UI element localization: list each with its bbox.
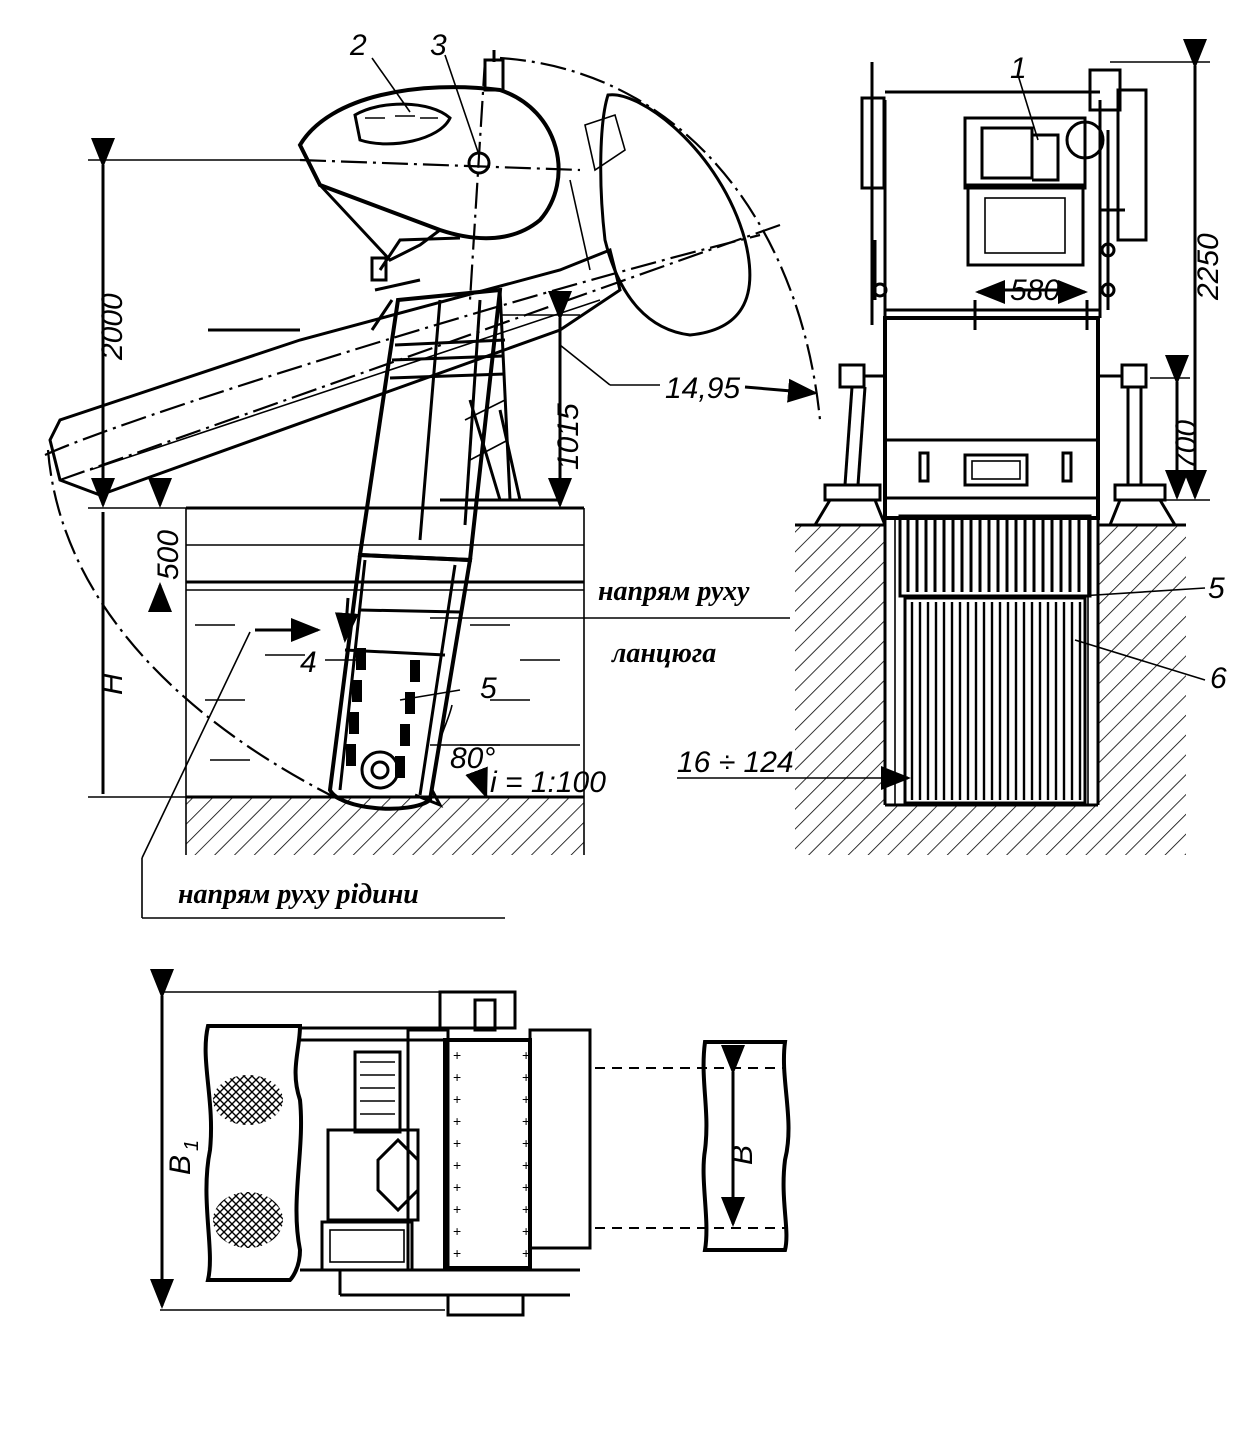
top-view: + + + + + + + + + + + + + + + + + + + + — [150, 328, 791, 1317]
bolt-mark: + — [522, 1179, 530, 1195]
dim-14-95: 14,95 — [665, 372, 740, 405]
bolt-mark: + — [522, 1047, 530, 1063]
chain-direction-line2: ланцюга — [611, 638, 716, 669]
front-view — [677, 39, 1210, 855]
bolt-mark: + — [522, 1069, 530, 1085]
liquid-direction-label: напрям руху рідини — [178, 879, 419, 910]
dim-angle: 80° — [450, 742, 495, 775]
bolt-mark: + — [522, 1113, 530, 1129]
chain-links — [346, 648, 420, 778]
dim-H: H — [96, 673, 129, 695]
dim-500: 500 — [152, 530, 185, 580]
bolt-mark: + — [522, 1245, 530, 1261]
left-pedestal — [813, 363, 887, 526]
bolt-mark: + — [453, 1157, 461, 1173]
dim-slope: i = 1:100 — [490, 766, 606, 799]
part-6-label: 6 — [1210, 662, 1227, 695]
bolt-mark: + — [522, 1201, 530, 1217]
bolt-mark: + — [453, 1223, 461, 1239]
part-4-label: 4 — [300, 646, 317, 679]
dim-B: B — [726, 1145, 759, 1165]
grate-bars-top — [906, 520, 1081, 592]
dim-1015: 1015 — [552, 403, 585, 470]
dim-gap: 16 ÷ 124 — [677, 746, 794, 779]
dim-700: 700 — [1170, 420, 1203, 470]
bolt-mark: + — [453, 1091, 461, 1107]
dim-580: 580 — [1010, 274, 1060, 307]
part-5-front-label: 5 — [1208, 572, 1225, 605]
bolt-mark: + — [453, 1113, 461, 1129]
svg-text:1: 1 — [181, 1140, 203, 1151]
dim-B1: B 1 — [164, 1140, 203, 1175]
part-5-side-label: 5 — [480, 672, 497, 705]
bolt-mark: + — [453, 1245, 461, 1261]
side-view — [44, 50, 822, 919]
dim-2000: 2000 — [96, 293, 129, 361]
svg-text:B: B — [164, 1155, 197, 1175]
right-pedestal — [1108, 363, 1177, 526]
bolt-mark: + — [522, 1135, 530, 1151]
bolt-mark: + — [453, 1135, 461, 1151]
part-1-label: 1 — [1010, 52, 1027, 85]
grate-bars-bottom — [910, 602, 1082, 800]
bolt-mark: + — [522, 1223, 530, 1239]
dim-2250: 2250 — [1192, 233, 1225, 301]
labels: 2 3 4 5 1 5 6 2000 500 H 1015 14,95 2250… — [96, 29, 1227, 1175]
bolt-mark: + — [522, 1091, 530, 1107]
part-2-label: 2 — [349, 29, 367, 62]
bolt-mark: + — [453, 1179, 461, 1195]
bolt-row: + + + + + + + + + + + + + + + + + + + + — [453, 1047, 530, 1261]
bolt-mark: + — [453, 1047, 461, 1063]
ground-hatch-side — [186, 797, 584, 855]
bolt-mark: + — [453, 1069, 461, 1085]
bolt-mark: + — [453, 1201, 461, 1217]
bolt-mark: + — [522, 1157, 530, 1173]
chain-direction-line1: напрям руху — [598, 576, 750, 607]
part-3-label: 3 — [430, 29, 447, 62]
